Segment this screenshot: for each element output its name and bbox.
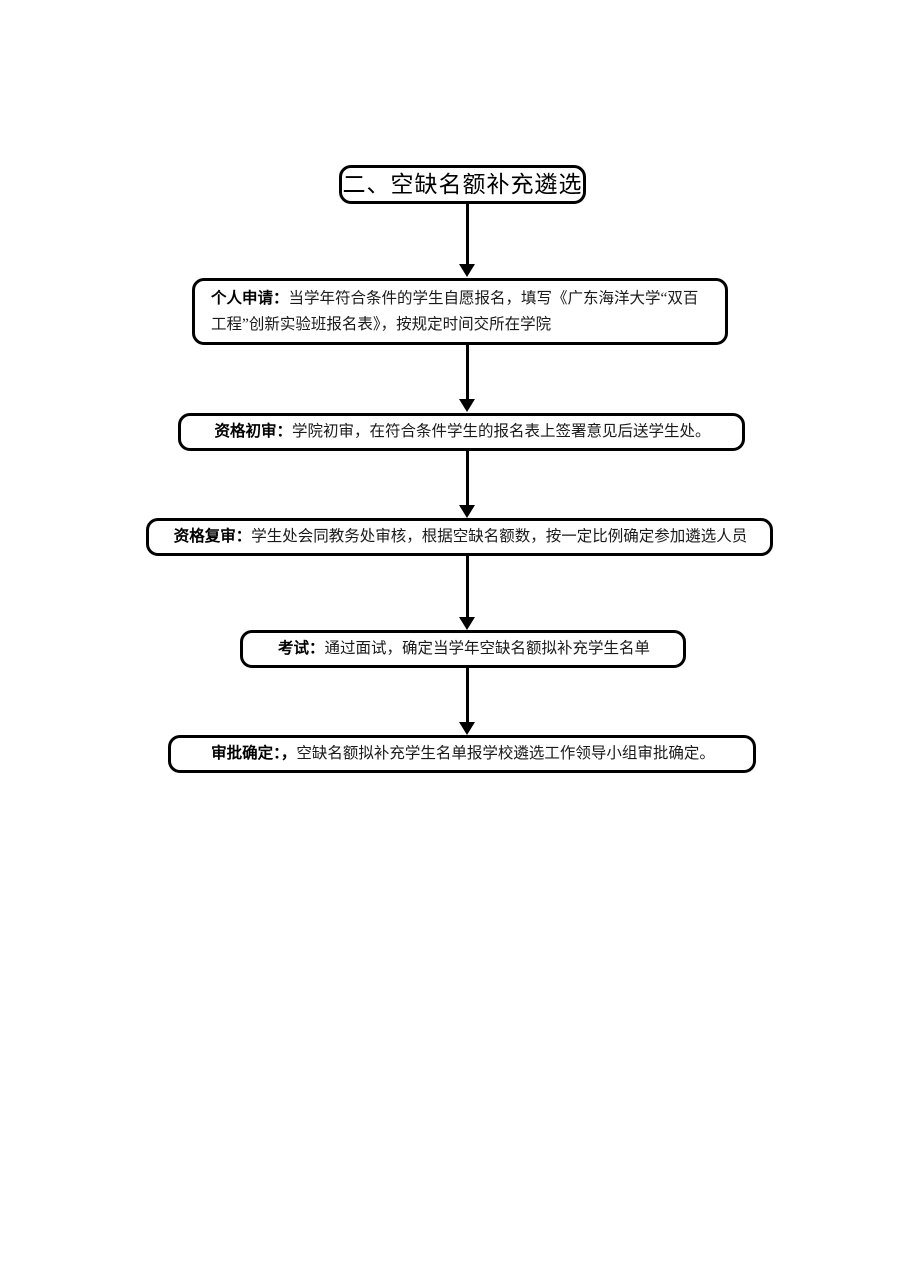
flowchart-node-step-1: 个人申请：当学年符合条件的学生自愿报名，填写《广东海洋大学“双百工程”创新实验班… <box>192 278 728 345</box>
flowchart-node-step-5: 审批确定：，空缺名额拟补充学生名单报学校遴选工作领导小组审批确定。 <box>168 735 756 773</box>
flowchart-node-step-5-body: 空缺名额拟补充学生名单报学校遴选工作领导小组审批确定。 <box>296 745 715 763</box>
connector-line-step-3-to-step-4 <box>466 556 469 618</box>
flowchart-node-step-2: 资格初审：学院初审，在符合条件学生的报名表上签署意见后送学生处。 <box>178 413 745 451</box>
connector-line-step-2-to-step-3 <box>466 451 469 506</box>
flowchart-node-step-2-text: 资格初审：学院初审，在符合条件学生的报名表上签署意见后送学生处。 <box>214 419 710 444</box>
flowchart-node-step-3-body: 学生处会同教务处审核，根据空缺名额数，按一定比例确定参加遴选人员 <box>251 528 748 546</box>
flowchart-title-label: 二、空缺名额补充遴选 <box>342 171 583 197</box>
arrowhead-step-4-to-step-5 <box>459 722 475 735</box>
connector-line-step-1-to-step-2 <box>466 345 469 400</box>
flowchart-title-node: 二、空缺名额补充遴选 <box>339 165 586 204</box>
arrowhead-step-2-to-step-3 <box>459 505 475 518</box>
connector-line-step-4-to-step-5 <box>466 668 469 723</box>
connector-line-title-to-step-1 <box>466 204 469 266</box>
flowchart-node-step-1-text: 个人申请：当学年符合条件的学生自愿报名，填写《广东海洋大学“双百工程”创新实验班… <box>211 286 711 336</box>
flowchart-node-step-4-lead: 考试： <box>277 640 325 658</box>
flowchart-node-step-3: 资格复审：学生处会同教务处审核，根据空缺名额数，按一定比例确定参加遴选人员 <box>146 518 773 556</box>
flowchart-node-step-5-lead: 审批确定：， <box>211 745 297 763</box>
flowchart-node-step-4-text: 考试：通过面试，确定当学年空缺名额拟补充学生名单 <box>278 636 650 661</box>
arrowhead-title-to-step-1 <box>459 264 475 277</box>
flowchart-node-step-1-lead: 个人申请： <box>211 290 289 308</box>
flowchart-node-step-3-lead: 资格复审： <box>173 528 252 546</box>
arrowhead-step-3-to-step-4 <box>459 617 475 630</box>
flowchart-node-step-1-body: 当学年符合条件的学生自愿报名，填写《广东海洋大学“双百工程”创新实验班报名表》，… <box>211 290 699 333</box>
flowchart-node-step-5-text: 审批确定：，空缺名额拟补充学生名单报学校遴选工作领导小组审批确定。 <box>211 741 715 766</box>
flowchart-node-step-3-text: 资格复审：学生处会同教务处审核，根据空缺名额数，按一定比例确定参加遴选人员 <box>174 524 748 549</box>
flowchart-node-step-4: 考试：通过面试，确定当学年空缺名额拟补充学生名单 <box>240 630 686 668</box>
arrowhead-step-1-to-step-2 <box>459 399 475 412</box>
flowchart-node-step-2-lead: 资格初审： <box>214 423 292 441</box>
flowchart-node-step-4-body: 通过面试，确定当学年空缺名额拟补充学生名单 <box>324 640 651 658</box>
flowchart-node-step-2-body: 学院初审，在符合条件学生的报名表上签署意见后送学生处。 <box>292 423 711 441</box>
